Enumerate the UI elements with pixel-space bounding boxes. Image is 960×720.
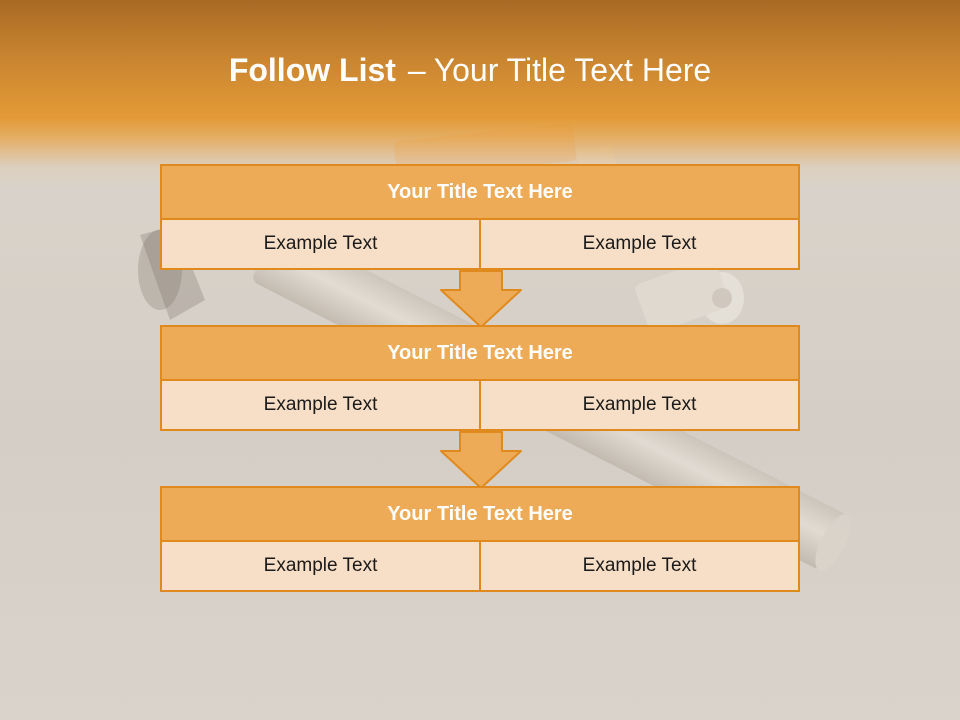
block-row: Example Text Example Text bbox=[160, 220, 800, 270]
header-band bbox=[0, 0, 960, 190]
list-block-1: Your Title Text Here Example Text Exampl… bbox=[160, 164, 800, 270]
down-arrow-icon bbox=[440, 431, 522, 489]
block-cell-left: Example Text bbox=[160, 542, 481, 592]
block-title: Your Title Text Here bbox=[160, 325, 800, 381]
title-separator: – bbox=[407, 52, 426, 88]
list-block-3: Your Title Text Here Example Text Exampl… bbox=[160, 486, 800, 592]
block-row: Example Text Example Text bbox=[160, 381, 800, 431]
slide-title: Follow List–Your Title Text Here bbox=[0, 52, 940, 89]
block-cell-left: Example Text bbox=[160, 220, 481, 270]
block-row: Example Text Example Text bbox=[160, 542, 800, 592]
block-cell-right: Example Text bbox=[481, 542, 800, 592]
block-cell-right: Example Text bbox=[481, 220, 800, 270]
down-arrow-icon bbox=[440, 270, 522, 328]
block-cell-right: Example Text bbox=[481, 381, 800, 431]
block-title: Your Title Text Here bbox=[160, 486, 800, 542]
block-title: Your Title Text Here bbox=[160, 164, 800, 220]
title-rest-part: Your Title Text Here bbox=[433, 52, 712, 88]
block-cell-left: Example Text bbox=[160, 381, 481, 431]
list-block-2: Your Title Text Here Example Text Exampl… bbox=[160, 325, 800, 431]
title-bold-part: Follow List bbox=[228, 52, 396, 88]
